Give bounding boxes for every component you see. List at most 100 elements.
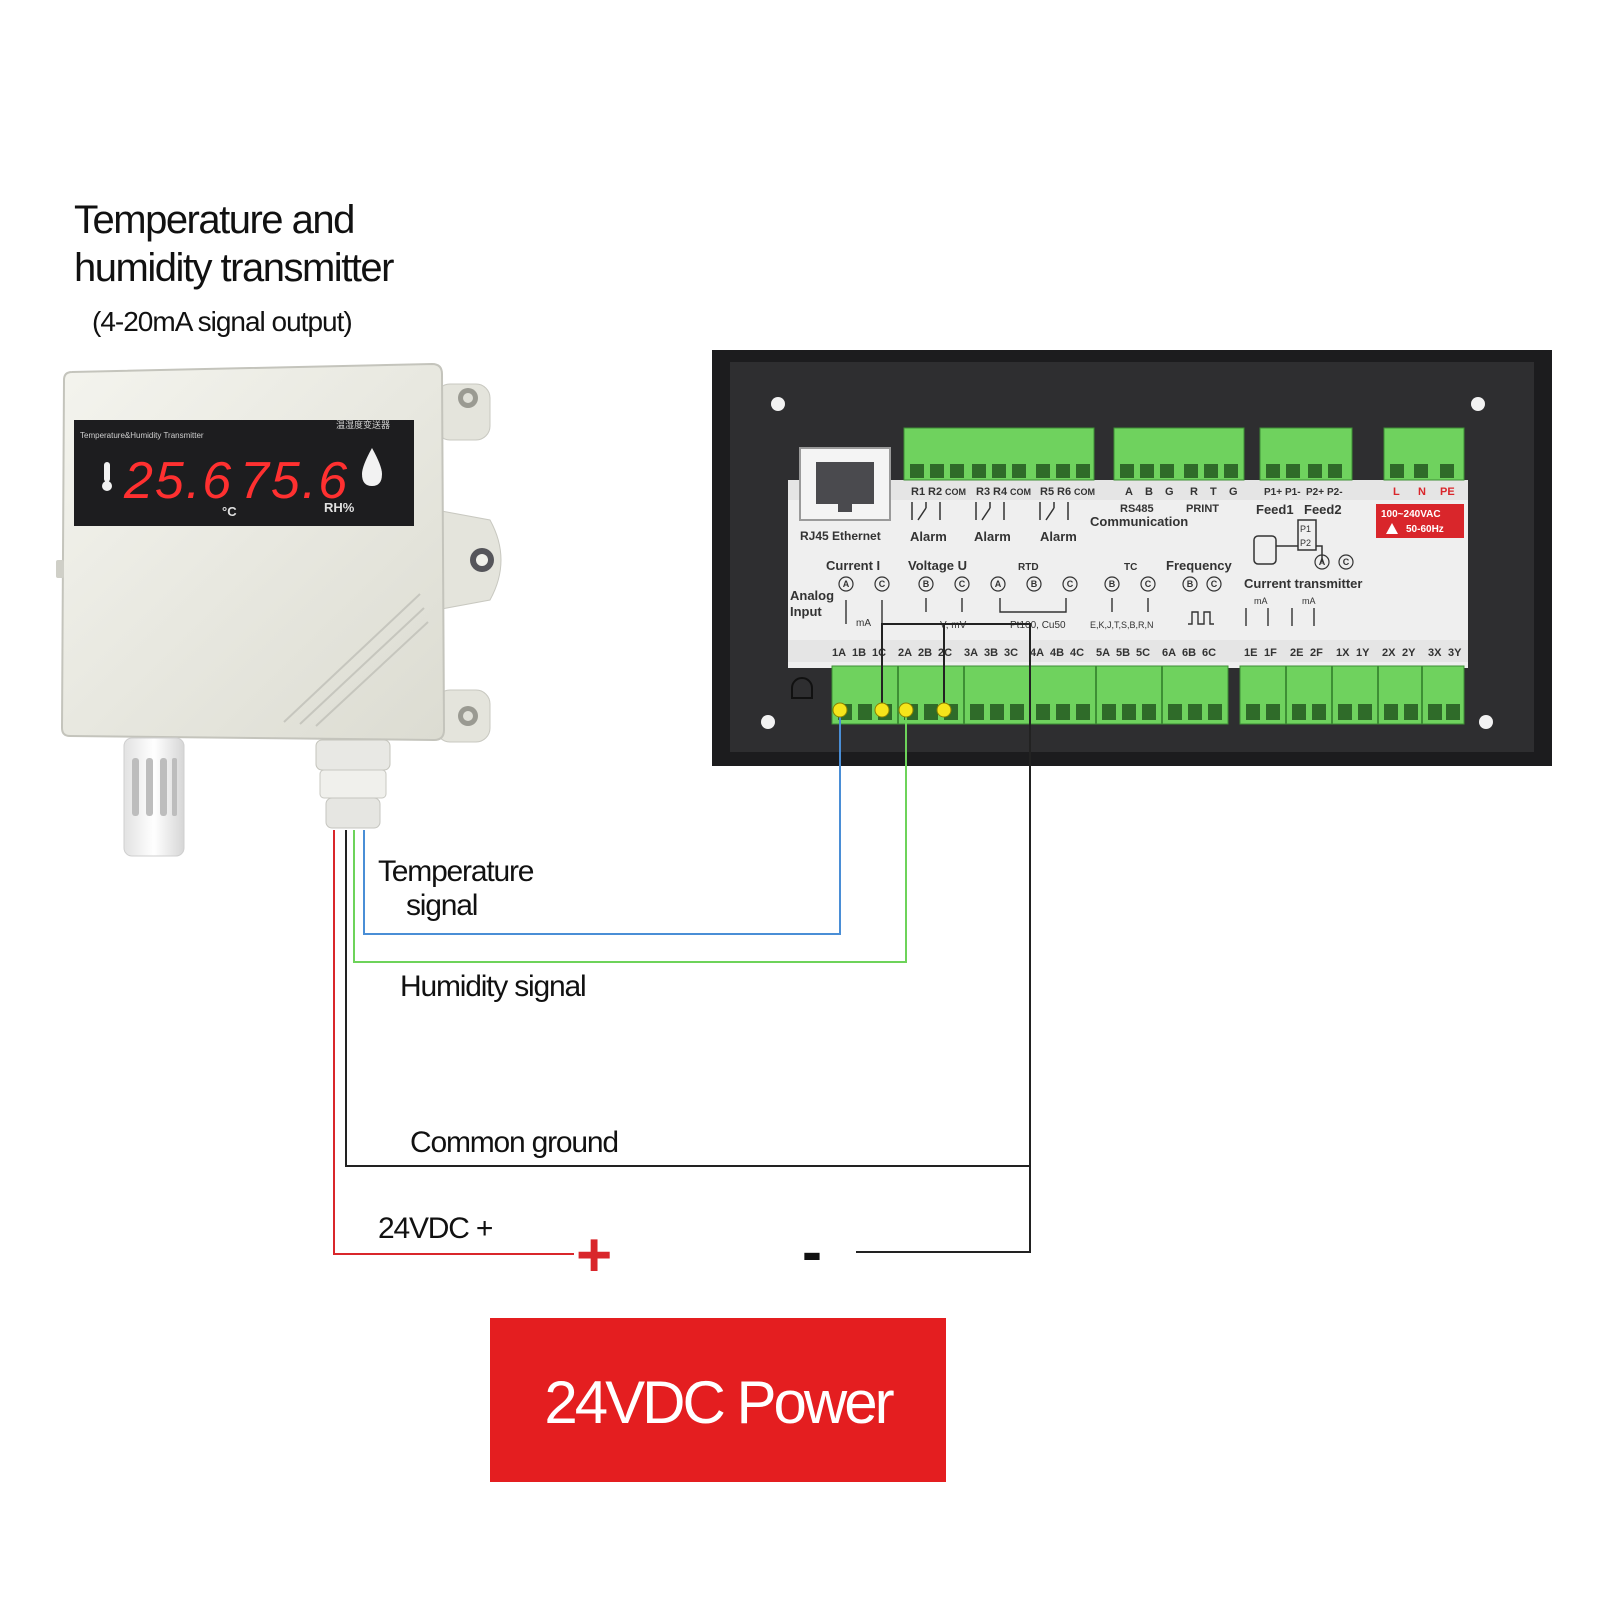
negative-supply-wire [856, 1166, 1031, 1253]
circled-terminal-markers [838, 554, 1354, 592]
terminal-label-bottom: 1B [852, 647, 866, 659]
bottom-terminal-strip [788, 640, 1468, 662]
terminal-label-bottom: 5C [1136, 647, 1150, 659]
small-annotations: mA V, mV Pt100, Cu50 E,K,J,T,S,B,R,N mA … [856, 596, 1316, 631]
water-drop-icon [362, 448, 382, 486]
mounting-ear-top [435, 383, 491, 441]
power-rating-line2: 50-60Hz [1406, 524, 1444, 535]
terminal-label-bottom: 1C [872, 647, 886, 659]
temperature-signal-label: Temperature signal [378, 855, 534, 923]
terminal-label-bottom: 1A [832, 647, 846, 659]
terminal-label-bottom: 2C [938, 647, 952, 659]
mounting-screws [761, 397, 1493, 729]
terminal-label-panel [788, 480, 1468, 668]
relay-symbols [911, 502, 1069, 521]
rtd-label: RTD [1018, 562, 1039, 573]
voltage-label: Voltage U [908, 558, 967, 573]
svg-text:A: A [995, 579, 1002, 589]
terminal-label-top: T [1210, 486, 1217, 498]
communication-label: Communication [1090, 514, 1188, 529]
humidity-signal-label: Humidity signal [400, 970, 587, 1003]
terminal-label-bottom: 5A [1096, 647, 1110, 659]
power-rating-badge: 100~240VAC 50-60Hz [1376, 504, 1464, 538]
plus-symbol: + [576, 1221, 612, 1290]
terminal-label-top: PE [1440, 486, 1455, 498]
terminal-label-top: G [1165, 486, 1174, 498]
ct-ma-label-2: mA [1302, 596, 1316, 606]
temperature-signal-label-line1: Temperature [378, 855, 534, 888]
v-mv-label: V, mV [940, 620, 967, 631]
feed2-label: Feed2 [1304, 502, 1342, 517]
current-transmitter-label: Current transmitter [1244, 576, 1362, 591]
bottom-terminal-blocks [831, 665, 1465, 725]
power-supply-box: 24VDC Power [490, 1318, 946, 1482]
terminal-label-bottom: 1E [1244, 647, 1257, 659]
terminal-label-top: A [1125, 486, 1133, 498]
panel-latch [791, 677, 813, 699]
vdc-plus-label: 24VDC + [378, 1212, 493, 1245]
thermometer-icon [102, 462, 112, 491]
temperature-signal-label-line2: signal [406, 889, 478, 922]
panel-labels: RJ45 Ethernet Alarm Alarm Alarm RS485 PR… [800, 502, 1342, 544]
top-terminal-strip [788, 480, 1468, 500]
svg-text:B: B [923, 579, 930, 589]
terminal-label-bottom: 1Y [1356, 647, 1370, 659]
svg-text:B: B [1187, 579, 1194, 589]
rs485-label: RS485 [1120, 503, 1154, 515]
terminal-label-bottom: 2F [1310, 647, 1323, 659]
rtd-types: Pt100, Cu50 [1010, 620, 1066, 631]
rj45-label: RJ45 Ethernet [800, 529, 881, 543]
terminal-label-top: R5 [1040, 486, 1054, 498]
terminal-label-top: R [1190, 486, 1198, 498]
analog-input-line1: Analog [790, 588, 834, 603]
terminal-label-bottom: 1X [1336, 647, 1350, 659]
transmitter-subtitle: (4-20mA signal output) [92, 306, 353, 337]
group-labels: Current I Voltage U RTD TC Frequency Cur… [790, 558, 1362, 619]
minus-symbol: - [802, 1218, 822, 1285]
sensor-probe [123, 737, 185, 857]
transmitter-display [74, 420, 414, 526]
top-terminal-labels: R1 R2 COM R3 R4 COM R5 R6 COM A B G R T … [911, 486, 1455, 498]
terminal-label-top: P2+ [1306, 487, 1324, 498]
current-label: Current I [826, 558, 880, 573]
terminal-label-top: R1 [911, 486, 925, 498]
svg-text:A: A [843, 579, 850, 589]
warning-icon [1386, 523, 1398, 534]
terminal-label-top: B [1145, 486, 1153, 498]
input-symbols [845, 598, 1315, 626]
terminal-label-top: N [1418, 486, 1426, 498]
terminal-label-bottom: 6B [1182, 647, 1196, 659]
tc-types: E,K,J,T,S,B,R,N [1090, 620, 1154, 630]
terminal-label-bottom: 5B [1116, 647, 1130, 659]
controller-device: R1 R2 COM R3 R4 COM R5 R6 COM A B G R T … [712, 350, 1552, 766]
enclosure-vents [283, 593, 429, 727]
humidity-signal-wire [353, 712, 907, 963]
alarm-label-3: Alarm [1040, 529, 1077, 544]
terminal-label-bottom: 2Y [1402, 647, 1416, 659]
svg-text:C: C [959, 579, 966, 589]
svg-text:C: C [1343, 557, 1350, 567]
print-label: PRINT [1186, 503, 1219, 515]
transmitter-device: Temperature&Humidity Transmitter 温湿度变送器 … [56, 362, 502, 857]
terminal-label-bottom: 3Y [1448, 647, 1462, 659]
svg-text:P1: P1 [1300, 524, 1311, 534]
terminal-label-top: P2- [1327, 487, 1343, 498]
terminal-label-top: G [1229, 486, 1238, 498]
alarm-label-1: Alarm [910, 529, 947, 544]
transmitter-title-line2: humidity transmitter [74, 246, 394, 290]
terminal-label-top: COM [1074, 487, 1095, 497]
power-supply-label: 24VDC Power [544, 1369, 894, 1436]
terminal-label-top: R3 [976, 486, 990, 498]
temperature-unit: °C [222, 504, 237, 519]
terminal-label-bottom: 2E [1290, 647, 1303, 659]
terminal-label-bottom: 3A [964, 647, 978, 659]
humidity-unit: RH% [324, 500, 355, 515]
svg-text:B: B [1031, 579, 1038, 589]
transmitter-title: Temperature and humidity transmitter [74, 196, 394, 292]
bottom-terminal-labels: 1A 1B 1C 2A 2B 2C 3A 3B 3C 4A 4B 4C 5A 5… [832, 647, 1462, 659]
terminal-label-top: L [1393, 486, 1400, 498]
svg-text:C: C [1145, 579, 1152, 589]
terminal-label-top: R4 [993, 486, 1008, 498]
terminal-label-bottom: 2B [918, 647, 932, 659]
